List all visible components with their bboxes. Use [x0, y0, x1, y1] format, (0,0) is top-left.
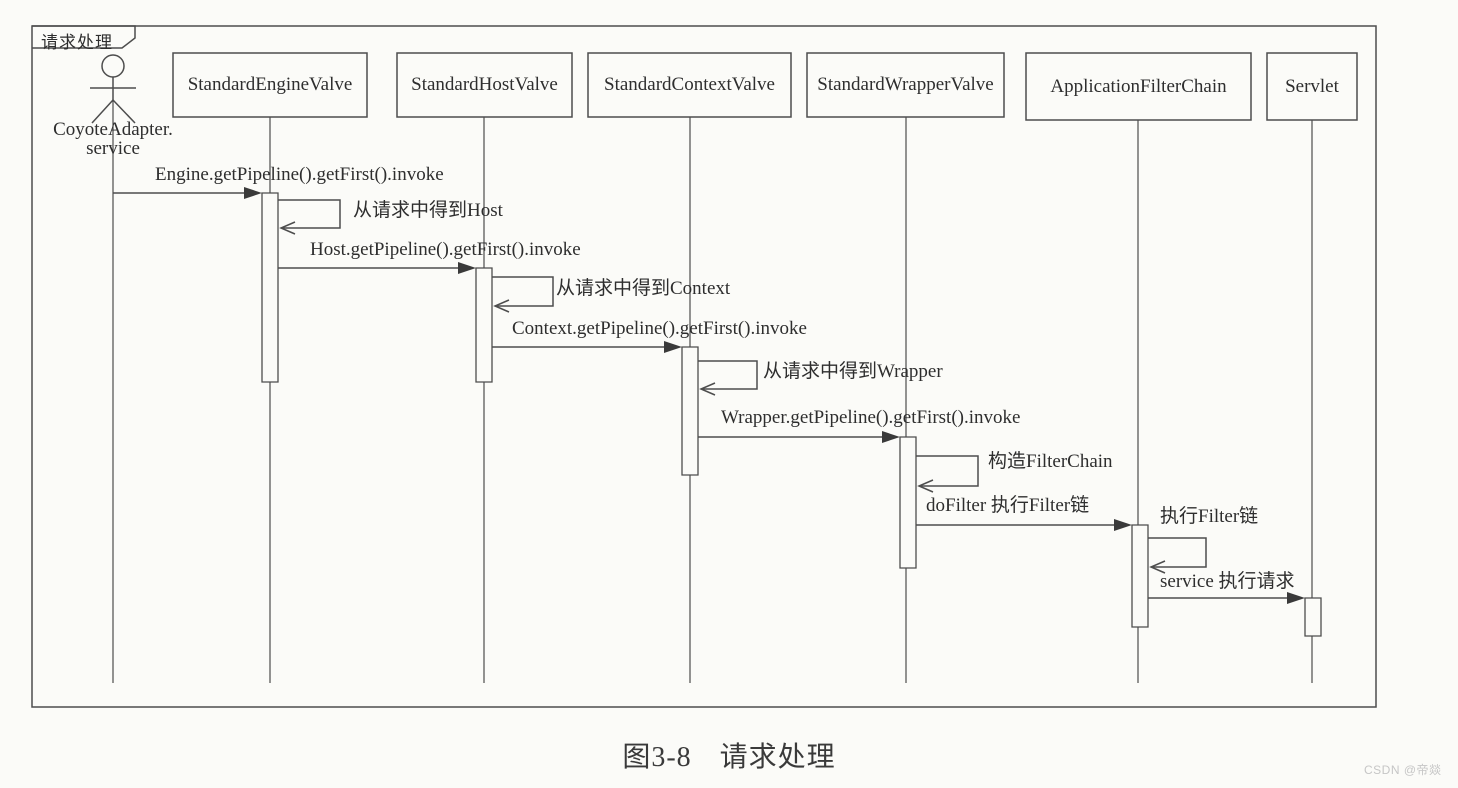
message-label-dofilter: doFilter 执行Filter链: [926, 495, 1090, 516]
arrow-context-invoke: [492, 341, 682, 353]
call-arrows: [113, 187, 1305, 604]
message-label-context-invoke: Context.getPipeline().getFirst().invoke: [512, 318, 807, 339]
arrow-host-invoke: [278, 262, 476, 274]
participant-box-servlet: [1267, 53, 1357, 120]
activation-bars: [262, 193, 1321, 636]
arrow-wrapper-invoke: [698, 431, 900, 443]
message-label-engine-invoke: Engine.getPipeline().getFirst().invoke: [155, 164, 444, 185]
message-label-service: service 执行请求: [1160, 571, 1295, 592]
figure-number: 图3-8: [622, 742, 692, 773]
participant-standardenginevalve: StandardEngineValve: [187, 74, 353, 95]
activation-standardcontextvalve: [682, 347, 698, 475]
activation-servlet: [1305, 598, 1321, 636]
frame-title: 请求处理: [41, 33, 113, 52]
actor-label-line2: service: [86, 138, 140, 159]
self-build-filterchain: [916, 456, 978, 492]
watermark-text: CSDN @帝燚: [1364, 763, 1442, 777]
message-label-run-filterchain: 执行Filter链: [1160, 506, 1259, 527]
actor-label: CoyoteAdapter. service: [33, 120, 193, 158]
participant-box-standardenginevalve: [173, 53, 367, 117]
self-get-wrapper: [698, 361, 757, 395]
actor-icon: [90, 55, 136, 123]
frame-border: [32, 26, 1376, 707]
participant-standardhostvalve: StandardHostValve: [411, 74, 558, 95]
message-label-build-filterchain: 构造FilterChain: [988, 451, 1113, 472]
frame-title-tab: [32, 26, 135, 48]
participant-boxes: [173, 53, 1357, 120]
activation-applicationfilterchain: [1132, 525, 1148, 627]
participant-standardwrappervalve: StandardWrapperValve: [817, 74, 994, 95]
participant-servlet: Servlet: [1285, 75, 1339, 97]
message-label-get-wrapper: 从请求中得到Wrapper: [763, 361, 943, 382]
activation-standardenginevalve: [262, 193, 278, 382]
activation-standardwrappervalve: [900, 437, 916, 568]
self-messages: [278, 200, 1206, 573]
arrow-service: [1148, 592, 1305, 604]
self-get-context: [492, 277, 553, 312]
activation-standardhostvalve: [476, 268, 492, 382]
self-get-host: [278, 200, 340, 234]
figure-title: 请求处理: [719, 742, 836, 773]
participant-box-standardhostvalve: [397, 53, 572, 117]
participant-box-standardcontextvalve: [588, 53, 791, 117]
arrow-dofilter: [916, 519, 1132, 531]
actor-label-line1: CoyoteAdapter.: [53, 119, 173, 140]
participant-applicationfilterchain: ApplicationFilterChain: [1050, 75, 1227, 97]
arrow-engine-invoke: [113, 187, 262, 199]
figure-caption: 图3-8 请求处理: [0, 735, 1458, 775]
message-label-wrapper-invoke: Wrapper.getPipeline().getFirst().invoke: [721, 407, 1021, 428]
message-label-get-context: 从请求中得到Context: [556, 278, 731, 299]
participant-box-standardwrappervalve: [807, 53, 1004, 117]
message-label-host-invoke: Host.getPipeline().getFirst().invoke: [310, 239, 581, 260]
message-label-get-host: 从请求中得到Host: [353, 200, 503, 221]
participant-standardcontextvalve: StandardContextValve: [604, 74, 775, 95]
participant-box-applicationfilterchain: [1026, 53, 1251, 120]
self-run-filterchain: [1148, 538, 1206, 573]
